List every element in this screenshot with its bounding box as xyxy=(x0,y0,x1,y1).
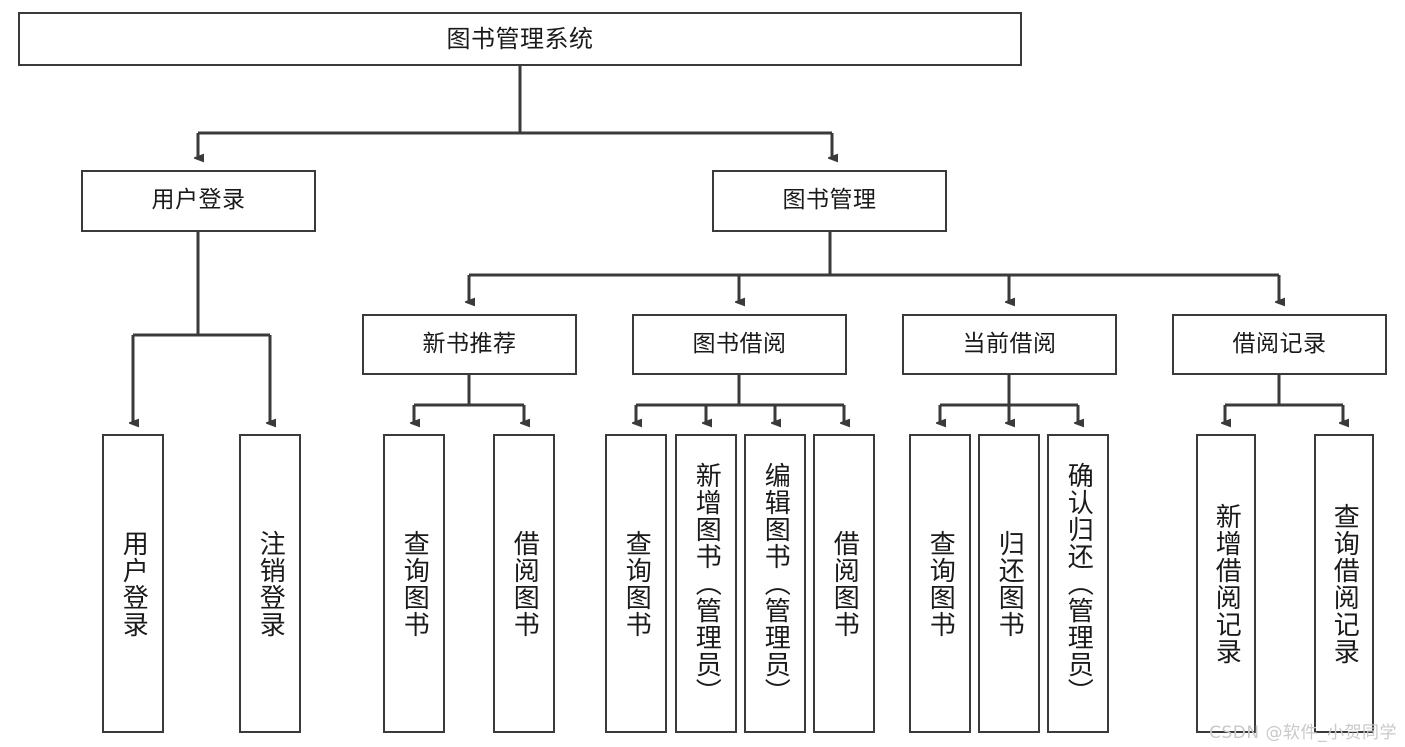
leaf-user-login-signin[interactable]: 用户登录 xyxy=(102,434,164,733)
leaf-borrow-query-book[interactable]: 查询图书 xyxy=(605,434,667,733)
node-label: 图书管理 xyxy=(782,187,877,214)
leaf-borrow-add-book-admin[interactable]: 新增图书（管理员） xyxy=(675,434,737,733)
leaf-current-return-book[interactable]: 归还图书 xyxy=(978,434,1040,733)
node-user-login[interactable]: 用户登录 xyxy=(81,170,316,232)
node-label: 编辑图书（管理员） xyxy=(760,462,791,705)
leaf-current-query-book[interactable]: 查询图书 xyxy=(909,434,971,733)
node-book-borrow[interactable]: 图书借阅 xyxy=(632,314,847,375)
node-label: 用户登录 xyxy=(151,187,246,214)
node-new-book-recommend[interactable]: 新书推荐 xyxy=(362,314,577,375)
node-label: 图书管理系统 xyxy=(446,24,594,53)
node-label: 借阅图书 xyxy=(829,529,860,638)
node-borrow-record[interactable]: 借阅记录 xyxy=(1172,314,1387,375)
node-current-borrow[interactable]: 当前借阅 xyxy=(902,314,1117,375)
csdn-watermark: CSDN @软件_小贺同学 xyxy=(1209,723,1397,743)
node-book-management[interactable]: 图书管理 xyxy=(712,170,947,232)
node-label: 查询图书 xyxy=(399,529,430,638)
node-label: 借阅图书 xyxy=(509,529,540,638)
node-label: 归还图书 xyxy=(994,529,1025,638)
leaf-borrow-borrow-book[interactable]: 借阅图书 xyxy=(813,434,875,733)
node-label: 当前借阅 xyxy=(962,330,1057,357)
node-label: 新增图书（管理员） xyxy=(691,462,722,705)
node-label: 借阅记录 xyxy=(1232,330,1327,357)
leaf-recommend-borrow-book[interactable]: 借阅图书 xyxy=(493,434,555,733)
leaf-current-confirm-return-admin[interactable]: 确认归还（管理员） xyxy=(1047,434,1109,733)
leaf-recommend-query-book[interactable]: 查询图书 xyxy=(383,434,445,733)
node-label: 确认归还（管理员） xyxy=(1063,462,1094,705)
node-label: 查询图书 xyxy=(925,529,956,638)
leaf-record-query-record[interactable]: 查询借阅记录 xyxy=(1314,434,1374,733)
leaf-record-add-record[interactable]: 新增借阅记录 xyxy=(1196,434,1256,733)
node-label: 新增借阅记录 xyxy=(1211,502,1242,665)
node-label: 新书推荐 xyxy=(422,330,517,357)
leaf-user-login-signout[interactable]: 注销登录 xyxy=(239,434,301,733)
leaf-borrow-edit-book-admin[interactable]: 编辑图书（管理员） xyxy=(744,434,806,733)
node-label: 查询图书 xyxy=(621,529,652,638)
node-label: 用户登录 xyxy=(118,529,149,638)
node-label: 查询借阅记录 xyxy=(1329,502,1360,665)
node-root-system[interactable]: 图书管理系统 xyxy=(18,12,1022,66)
node-label: 注销登录 xyxy=(255,529,286,638)
node-label: 图书借阅 xyxy=(692,330,787,357)
